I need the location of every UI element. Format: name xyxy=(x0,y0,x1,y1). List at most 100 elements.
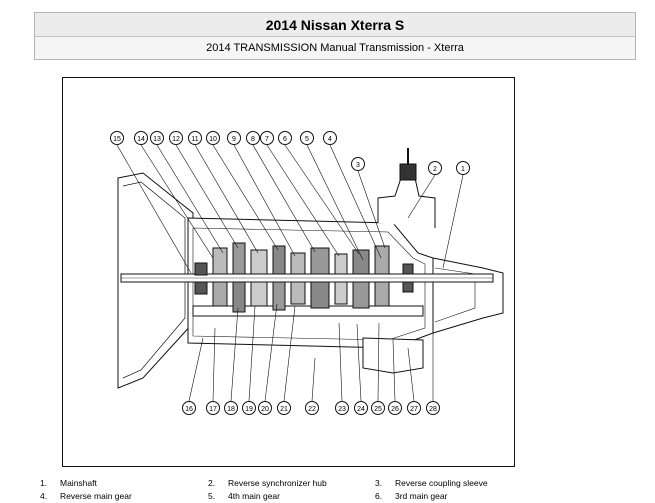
callout-number: 8 xyxy=(251,136,255,143)
callout-circle xyxy=(227,131,241,145)
legend-item-1: 1. Mainshaft xyxy=(40,477,97,490)
callout-circle xyxy=(224,401,238,415)
callout-number: 25 xyxy=(374,406,382,413)
callout-circle xyxy=(371,401,385,415)
legend-number: 3. xyxy=(375,478,383,488)
callout-circle xyxy=(182,401,196,415)
callout-circle xyxy=(300,131,314,145)
callout-number: 5 xyxy=(305,136,309,143)
callout-leader-line xyxy=(188,337,204,402)
callout-number: 28 xyxy=(429,406,437,413)
legend-item-6: 6. 3rd main gear xyxy=(375,490,447,503)
legend-label: Mainshaft xyxy=(60,478,97,488)
document-subtitle: 2014 TRANSMISSION Manual Transmission - … xyxy=(35,37,635,59)
callout-leader-line xyxy=(306,144,364,261)
callout-leader-line xyxy=(212,327,216,402)
legend-number: 1. xyxy=(40,478,48,488)
legend-item-5: 5. 4th main gear xyxy=(208,490,280,503)
callout-leader-line xyxy=(194,144,259,254)
callout-circle xyxy=(456,161,470,175)
callout-number: 24 xyxy=(357,406,365,413)
callout-circle xyxy=(150,131,164,145)
callout-leader-line xyxy=(311,357,316,402)
callout-number: 19 xyxy=(245,406,253,413)
callout-number: 10 xyxy=(209,136,217,143)
callout-leader-line xyxy=(283,305,296,402)
callout-number: 1 xyxy=(461,166,465,173)
callout-circle xyxy=(258,401,272,415)
callout-circle xyxy=(428,161,442,175)
callout-circle xyxy=(407,401,421,415)
callout-number: 17 xyxy=(209,406,217,413)
callout-number: 20 xyxy=(261,406,269,413)
callout-leader-line xyxy=(329,144,382,259)
callout-number: 26 xyxy=(391,406,399,413)
legend-number: 2. xyxy=(208,478,216,488)
callout-leader-line xyxy=(338,322,343,402)
legend-label: Reverse coupling sleeve xyxy=(395,478,488,488)
legend-number: 6. xyxy=(375,491,383,501)
callout-leader-line xyxy=(407,347,415,402)
callout-circle xyxy=(260,131,274,145)
callout-number: 3 xyxy=(356,162,360,169)
callout-leader-line xyxy=(442,174,464,269)
callout-circle xyxy=(426,401,440,415)
callout-number: 11 xyxy=(191,136,198,143)
callout-leader-line xyxy=(230,307,239,402)
legend-number: 5. xyxy=(208,491,216,501)
callout-circle xyxy=(110,131,124,145)
callout-leader-line xyxy=(156,144,224,254)
callout-number: 2 xyxy=(433,166,437,173)
legend-item-2: 2. Reverse synchronizer hub xyxy=(208,477,327,490)
callout-leader-line xyxy=(252,144,316,253)
legend-number: 4. xyxy=(40,491,48,501)
callout-leader-line xyxy=(266,144,340,257)
callout-circle xyxy=(246,131,260,145)
legend-label: 4th main gear xyxy=(228,491,280,501)
callout-number: 13 xyxy=(153,136,161,143)
callout-number: 22 xyxy=(308,406,316,413)
callout-leader-line xyxy=(356,323,362,402)
callout-leader-line xyxy=(248,305,256,402)
callout-circle xyxy=(134,131,148,145)
callout-number: 12 xyxy=(172,136,180,143)
legend-item-4: 4. Reverse main gear xyxy=(40,490,132,503)
callout-circle xyxy=(188,131,202,145)
callout-number: 14 xyxy=(137,136,145,143)
document-header: 2014 Nissan Xterra S 2014 TRANSMISSION M… xyxy=(34,12,636,60)
legend-label: 3rd main gear xyxy=(395,491,448,501)
callout-number: 15 xyxy=(113,136,121,143)
callout-leader-line xyxy=(212,144,279,251)
callout-circle xyxy=(277,401,291,415)
callout-circle xyxy=(278,131,292,145)
legend-label: Reverse main gear xyxy=(60,491,132,501)
callout-circle xyxy=(305,401,319,415)
callout-leader-line xyxy=(377,322,380,402)
legend-item-3: 3. Reverse coupling sleeve xyxy=(375,477,488,490)
callout-circle xyxy=(323,131,337,145)
callout-circle xyxy=(242,401,256,415)
callout-number: 18 xyxy=(227,406,235,413)
callout-number: 21 xyxy=(280,406,288,413)
callout-number: 16 xyxy=(185,406,193,413)
callout-circle xyxy=(351,157,365,171)
callout-leader-line xyxy=(140,144,214,259)
callout-number: 4 xyxy=(328,136,332,143)
callout-circle xyxy=(354,401,368,415)
callout-number: 6 xyxy=(283,136,287,143)
callout-number: 7 xyxy=(265,136,269,143)
callout-number: 23 xyxy=(338,406,346,413)
callout-leader-line xyxy=(357,170,386,249)
callout-leader-line xyxy=(264,303,278,402)
legend-label: Reverse synchronizer hub xyxy=(228,478,327,488)
document-title: 2014 Nissan Xterra S xyxy=(35,13,635,37)
callout-leader-line xyxy=(284,144,360,255)
callout-leader-line xyxy=(392,339,396,402)
callout-circle xyxy=(335,401,349,415)
callout-circle xyxy=(206,401,220,415)
callout-leader-line xyxy=(175,144,239,249)
callout-circle xyxy=(388,401,402,415)
callout-number: 9 xyxy=(232,136,236,143)
